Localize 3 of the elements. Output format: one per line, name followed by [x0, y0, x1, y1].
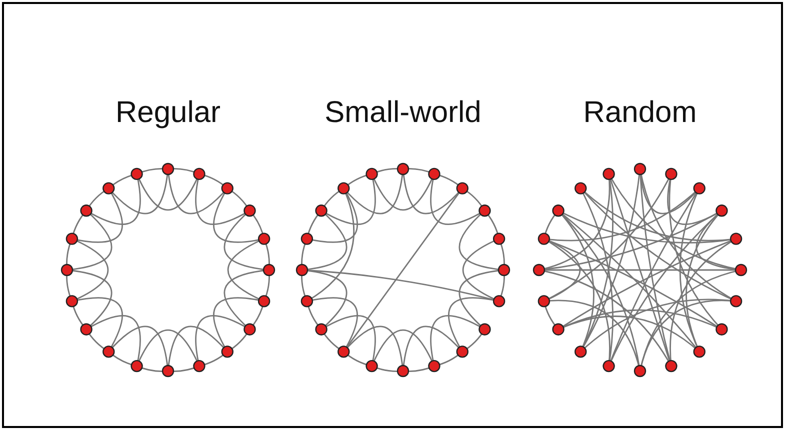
- network-title: Regular: [115, 96, 221, 130]
- network-title: Small-world: [324, 96, 482, 130]
- network-title: Random: [583, 96, 697, 130]
